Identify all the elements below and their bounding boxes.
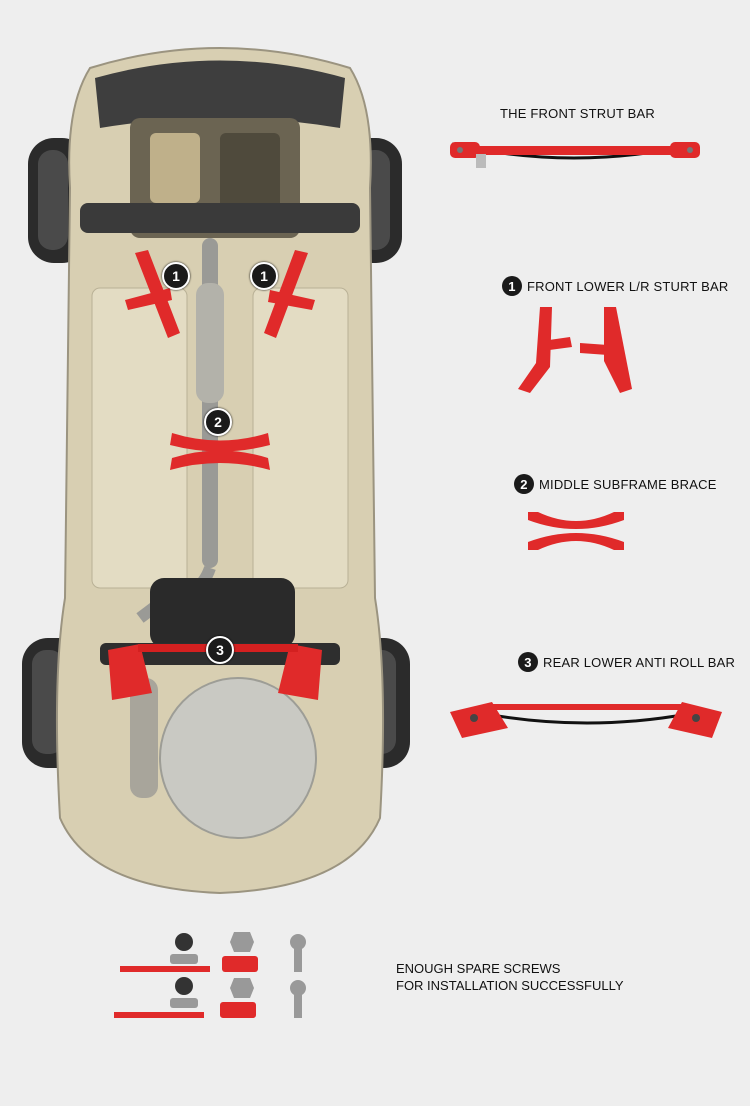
- rear-anti-roll-bar-label: 3 REAR LOWER ANTI ROLL BAR: [518, 652, 735, 672]
- car-badge-1-right: 1: [250, 262, 278, 290]
- middle-brace-image: [528, 512, 624, 550]
- car-underside-image: [20, 38, 420, 898]
- front-strut-bar-label: THE FRONT STRUT BAR: [500, 106, 655, 121]
- front-strut-bar-image: [450, 142, 700, 168]
- spare-screws-line2: FOR INSTALLATION SUCCESSFULLY: [396, 978, 624, 993]
- rear-anti-roll-bar-text: REAR LOWER ANTI ROLL BAR: [543, 654, 736, 670]
- fuel-tank: [150, 578, 295, 648]
- spare-tire-well: [159, 677, 317, 839]
- car-brace-middle: [170, 433, 270, 470]
- car-badge-3: 3: [206, 636, 234, 664]
- car-badge-2: 2: [204, 408, 232, 436]
- front-lower-bar-text: FRONT LOWER L/R STURT BAR: [527, 278, 729, 294]
- car-brace-rear: [108, 644, 322, 700]
- middle-brace-text: MIDDLE SUBFRAME BRACE: [539, 476, 717, 492]
- number-1-bullet: 1: [502, 276, 522, 296]
- front-lower-bar-label: 1 FRONT LOWER L/R STURT BAR: [502, 276, 728, 296]
- car-badge-1-left: 1: [162, 262, 190, 290]
- rear-anti-roll-bar-image: [450, 702, 722, 738]
- spare-screws-text: ENOUGH SPARE SCREWS FOR INSTALLATION SUC…: [396, 960, 624, 994]
- spare-screws-image: [114, 932, 306, 1018]
- front-lower-bar-image: [518, 307, 632, 393]
- number-3-bullet: 3: [518, 652, 538, 672]
- number-2-bullet: 2: [514, 474, 534, 494]
- car-brace-left-front: [125, 250, 180, 338]
- middle-brace-label: 2 MIDDLE SUBFRAME BRACE: [514, 474, 717, 494]
- car-brace-right-front: [264, 250, 315, 338]
- spare-screws-line1: ENOUGH SPARE SCREWS: [396, 961, 561, 976]
